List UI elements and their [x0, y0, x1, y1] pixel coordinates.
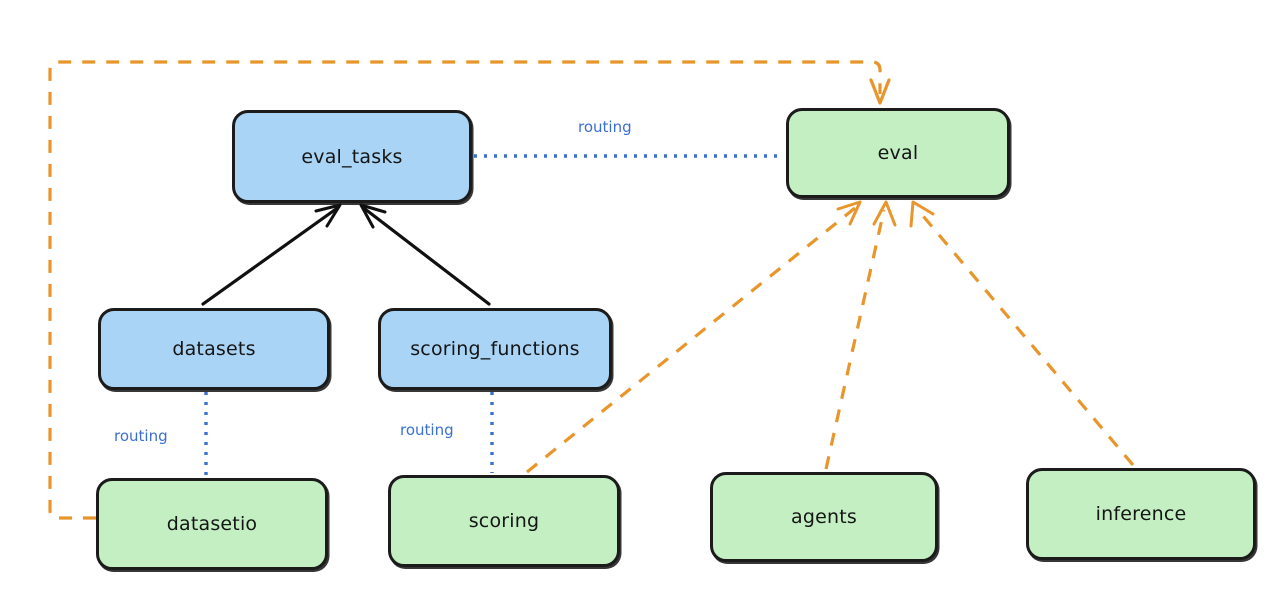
node-label-eval: eval — [877, 142, 919, 164]
node-eval[interactable]: eval — [786, 108, 1010, 198]
node-eval-tasks[interactable]: eval_tasks — [232, 110, 472, 203]
edge-label-routing-eval-tasks-eval: routing — [578, 118, 632, 136]
node-label-datasets: datasets — [172, 338, 256, 360]
node-datasets[interactable]: datasets — [98, 308, 330, 390]
arrowhead-scoring_functions-to-eval_tasks — [359, 203, 387, 229]
edge-datasets-to-eval_tasks — [201, 207, 338, 306]
edge-label-text: routing — [578, 118, 632, 136]
node-scoring[interactable]: scoring — [388, 475, 620, 567]
node-agents[interactable]: agents — [710, 472, 938, 562]
arrowhead-datasets-to-eval_tasks — [314, 203, 342, 228]
arrowhead-scoring-to-eval — [836, 200, 862, 226]
node-label-eval-tasks: eval_tasks — [301, 145, 403, 168]
edge-datasetio-to-eval — [48, 60, 882, 520]
arrowhead-datasetio-to-eval — [869, 78, 891, 105]
node-label-scoring-functions: scoring_functions — [410, 338, 580, 360]
edge-scoring_functions-to-eval_tasks — [363, 207, 491, 306]
edge-agents-to-eval — [824, 209, 886, 470]
edge-label-routing-datasets-datasetio: routing — [114, 427, 168, 445]
edge-label-text: routing — [114, 427, 168, 445]
arrowhead-agents-to-eval — [872, 200, 897, 227]
edge-label-text: routing — [400, 421, 454, 439]
edge-inference-to-eval — [916, 208, 1135, 467]
node-scoring-functions[interactable]: scoring_functions — [378, 308, 612, 390]
edge-label-routing-scoring-functions-scoring: routing — [400, 421, 454, 439]
arrowhead-inference-to-eval — [909, 200, 935, 228]
node-inference[interactable]: inference — [1026, 468, 1256, 560]
node-datasetio[interactable]: datasetio — [96, 478, 328, 570]
node-label-inference: inference — [1095, 503, 1187, 525]
node-label-scoring: scoring — [468, 510, 540, 532]
node-label-agents: agents — [791, 506, 857, 528]
node-label-datasetio: datasetio — [166, 513, 258, 535]
